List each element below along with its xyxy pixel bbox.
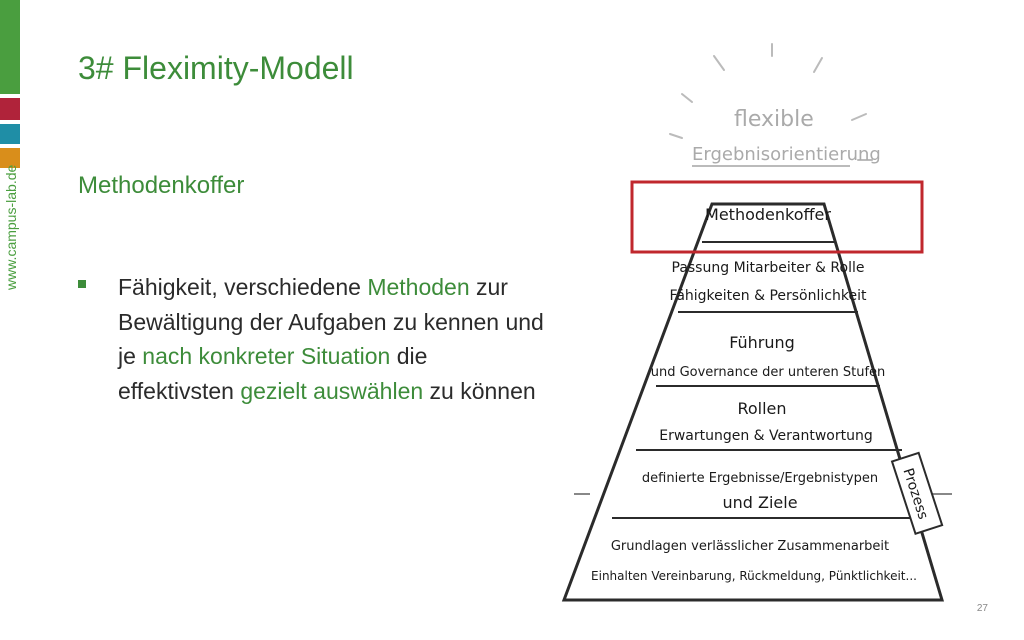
bullet-text-part: zur Bewältigung der Aufgaben zu kennen u… <box>118 274 544 369</box>
bullet-text-part: zu können <box>423 377 536 404</box>
color-bar-teal <box>0 124 20 144</box>
level-5-line2: und Ziele <box>722 493 797 512</box>
sidebar-url: www.campus-lab.de <box>3 165 19 290</box>
level-3-line1: Führung <box>729 333 795 352</box>
bullet-text-highlight: Methoden <box>367 274 470 300</box>
pyramid-top-line2: Ergebnisorientierung <box>692 144 881 165</box>
level-4-line1: Rollen <box>737 399 786 418</box>
bullet-text-part: die effektivsten <box>118 343 428 404</box>
ray <box>669 133 683 139</box>
sidebar-color-bars <box>0 0 20 168</box>
highlight-frame <box>630 180 924 254</box>
level-2-line1: Passung Mitarbeiter & Rolle <box>672 260 865 276</box>
color-bar-green <box>0 0 20 94</box>
pyramid-level-dividers <box>612 241 922 519</box>
page-number: 27 <box>976 603 988 614</box>
level-6-line1: Grundlagen verlässlicher Zusammenarbeit <box>611 539 889 554</box>
bullet-text-highlight: gezielt auswählen <box>240 377 424 404</box>
slide-title: 3# Fleximity-Modell <box>78 50 354 86</box>
slide-subtitle: Methodenkoffer <box>78 172 245 199</box>
ray <box>681 93 693 103</box>
color-bar-red <box>0 98 20 120</box>
sunburst-rays <box>669 43 873 161</box>
level-1-line1: Methodenkoffer <box>705 205 831 224</box>
bullet-text-highlight: nach konkreter Situation <box>142 343 391 369</box>
bullet-marker <box>78 280 86 288</box>
bullet-text-part: Fähigkeit, verschiedene <box>118 274 368 300</box>
pyramid-level-texts: Methodenkoffer Passung Mitarbeiter & Rol… <box>591 205 917 583</box>
pyramid-outline <box>561 202 945 602</box>
sidebar-url-text: www.campus-lab.de <box>3 164 19 290</box>
bullet-text: Fähigkeit, verschiedene Methoden zur Bew… <box>118 270 548 408</box>
level-3-line2: und Governance der unteren Stufen <box>651 365 886 380</box>
pyramid-diagram: flexible Ergebnisorientierung Methodenko… <box>561 43 952 602</box>
bullet-point: Fähigkeit, verschiedene Methoden zur Bew… <box>78 270 548 408</box>
level-6-line2: Einhalten Vereinbarung, Rückmeldung, Pün… <box>591 569 917 583</box>
ray <box>713 55 725 71</box>
level-5-line1: definierte Ergebnisse/Ergebnistypen <box>642 471 878 486</box>
ray <box>813 57 823 73</box>
level-2-line2: Fähigkeiten & Persönlichkeit <box>670 288 867 304</box>
side-label-box <box>890 451 944 536</box>
pyramid-top-line1: flexible <box>734 107 814 132</box>
color-bar-orange <box>0 148 20 168</box>
level-4-line2: Erwartungen & Verantwortung <box>659 428 873 444</box>
ray <box>851 113 867 121</box>
